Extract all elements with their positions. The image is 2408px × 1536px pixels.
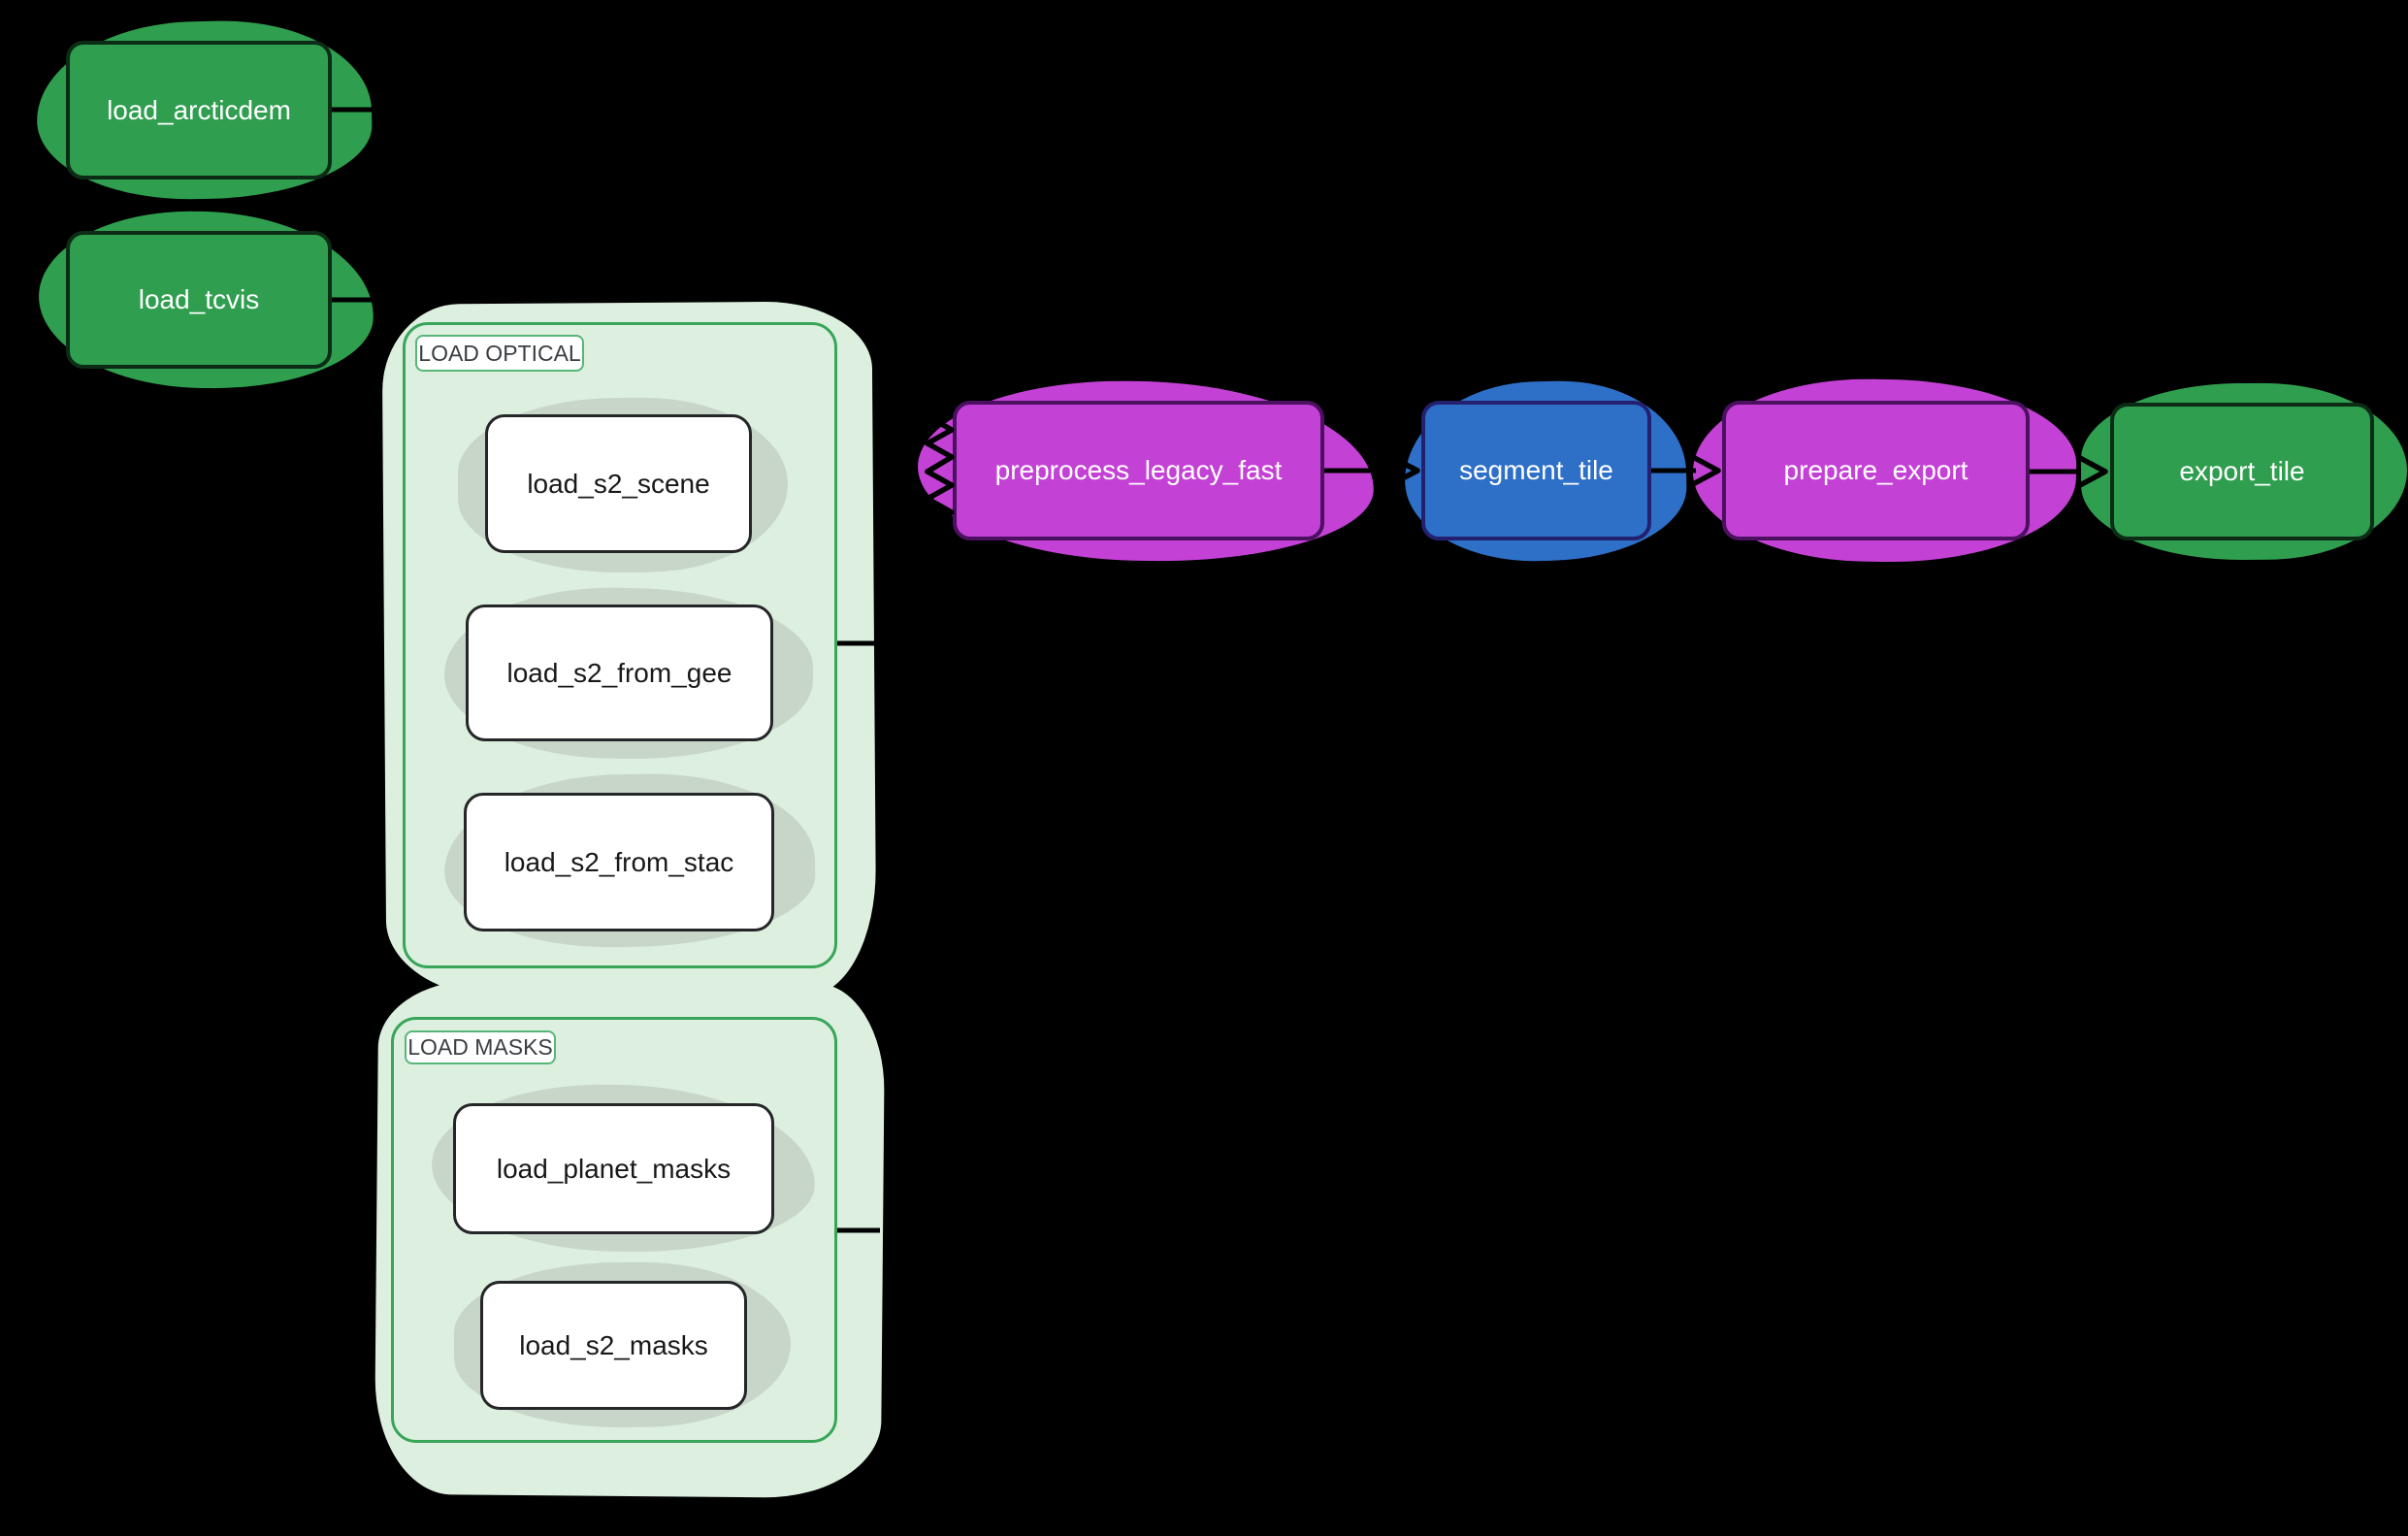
node-load-planet-masks: load_planet_masks [430,1082,817,1255]
node-load-s2-masks: load_s2_masks [453,1260,792,1429]
group-label-load-optical: LOAD OPTICAL [415,335,584,372]
node-label-box: prepare_export [1722,401,2030,540]
node-prepare-export: prepare_export [1691,376,2078,566]
node-label-box: load_s2_from_stac [464,793,774,931]
node-export-tile: export_tile [2080,381,2408,562]
node-label-box: preprocess_legacy_fast [953,401,1324,540]
node-label-box: load_arcticdem [66,41,332,180]
node-segment-tile: segment_tile [1403,377,1688,565]
node-load-tcvis: load_tcvis [37,209,375,391]
node-label-box: load_s2_from_gee [466,605,773,741]
node-label-box: segment_tile [1421,401,1651,540]
node-preprocess-legacy-fast: preprocess_legacy_fast [916,377,1376,565]
node-label-box: load_tcvis [66,231,332,369]
group-label-load-masks: LOAD MASKS [405,1030,556,1064]
node-label-box: load_s2_masks [480,1281,747,1410]
node-load-s2-from-stac: load_s2_from_stac [442,770,817,951]
node-load-s2-scene: load_s2_scene [457,396,789,574]
node-label-box: load_s2_scene [485,414,752,553]
group-load-masks: LOAD MASKS load_planet_masks load_s2_mas… [374,979,886,1499]
node-load-s2-from-gee: load_s2_from_gee [442,584,815,763]
node-label-box: load_planet_masks [453,1103,774,1234]
node-load-arcticdem: load_arcticdem [35,17,374,203]
group-load-optical: LOAD OPTICAL load_s2_scene load_s2_from_… [381,301,877,998]
node-label-box: export_tile [2110,403,2374,540]
